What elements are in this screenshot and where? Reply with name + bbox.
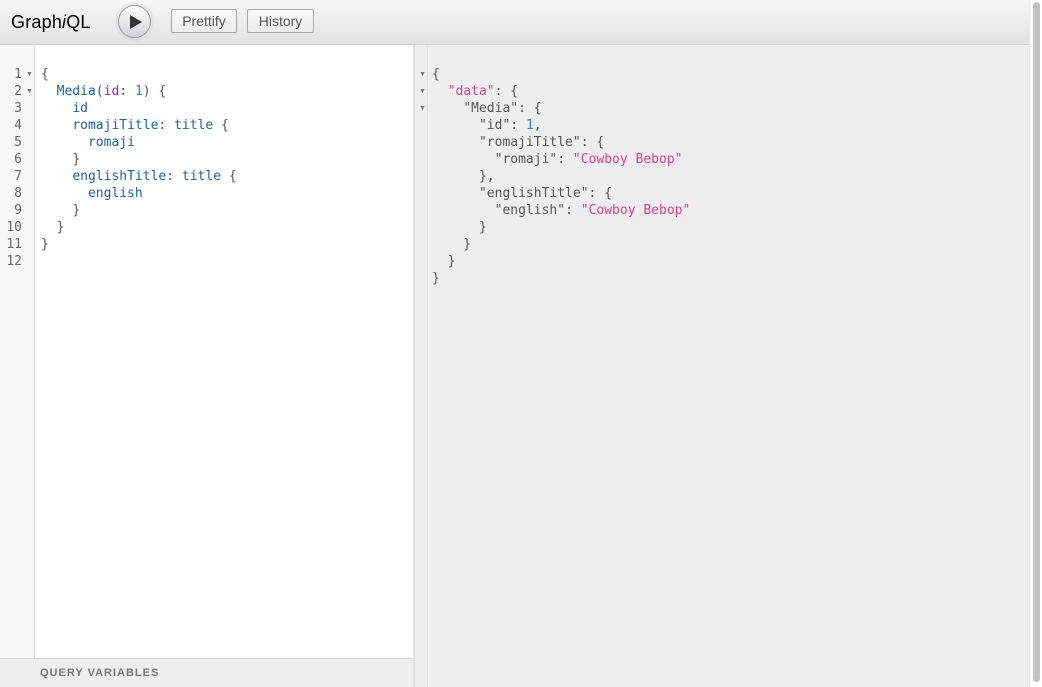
logo-text-suffix: QL bbox=[66, 12, 91, 32]
line-number: 6 bbox=[14, 152, 22, 167]
line-number: 8 bbox=[14, 186, 22, 201]
fold-arrow-icon[interactable]: ▼ bbox=[419, 105, 426, 112]
query-line: englishTitle: title { bbox=[72, 169, 237, 184]
query-variables-toggle[interactable]: QUERY VARIABLES bbox=[0, 658, 413, 687]
query-line: id bbox=[72, 101, 88, 116]
line-number: 10 bbox=[6, 220, 22, 235]
prettify-button[interactable]: Prettify bbox=[171, 9, 237, 33]
query-line: Media(id: 1) { bbox=[56, 84, 167, 99]
scrollbar-thumb[interactable] bbox=[1033, 2, 1040, 682]
line-number: 12 bbox=[6, 254, 22, 269]
fold-arrow-icon[interactable]: ▼ bbox=[419, 71, 426, 78]
result-line: } bbox=[432, 220, 487, 235]
query-line: english bbox=[87, 186, 143, 201]
result-line: "english": "Cowboy Bebop" bbox=[494, 203, 691, 218]
query-line: } bbox=[72, 152, 81, 167]
fold-arrow-icon[interactable]: ▼ bbox=[26, 88, 33, 95]
line-number: 11 bbox=[6, 237, 22, 252]
history-button[interactable]: History bbox=[247, 9, 314, 33]
result-line: "data": { bbox=[447, 84, 519, 99]
result-line: }, bbox=[432, 169, 495, 184]
play-icon bbox=[130, 15, 142, 29]
line-number: 2 bbox=[14, 84, 22, 99]
line-number: 9 bbox=[14, 203, 22, 218]
result-line: { bbox=[432, 67, 440, 82]
pane-resize-handle[interactable] bbox=[414, 45, 428, 687]
query-line: { bbox=[41, 67, 49, 82]
line-number: 7 bbox=[14, 169, 22, 184]
graphiql-logo: GraphiQL bbox=[11, 12, 91, 33]
line-number: 1 bbox=[14, 67, 22, 82]
vertical-scrollbar[interactable] bbox=[1029, 0, 1042, 687]
execute-query-button[interactable] bbox=[118, 5, 151, 38]
result-line: "id": 1, bbox=[478, 118, 542, 133]
result-line: "romajiTitle": { bbox=[478, 135, 605, 150]
result-line: "Media": { bbox=[463, 101, 542, 116]
result-line: "romaji": "Cowboy Bebop" bbox=[494, 152, 683, 167]
line-number-gutter: 1 ▼ 2 ▼ 3 4 5 6 7 8 9 10 11 12 bbox=[0, 45, 35, 658]
query-line: } bbox=[41, 237, 49, 252]
logo-text-italic: i bbox=[62, 12, 67, 32]
line-number: 3 bbox=[14, 101, 22, 116]
query-line: } bbox=[56, 220, 65, 235]
result-viewer: ▼ ▼ ▼ { "data": { "Media": { "id": 1, "r… bbox=[419, 45, 1029, 687]
fold-arrow-icon[interactable]: ▼ bbox=[419, 88, 426, 95]
fold-arrow-icon[interactable]: ▼ bbox=[26, 71, 33, 78]
result-line: "englishTitle": { bbox=[478, 186, 613, 201]
line-number: 5 bbox=[14, 135, 22, 150]
toolbar: GraphiQL Prettify History bbox=[0, 0, 1029, 45]
query-editor[interactable]: 1 ▼ 2 ▼ 3 4 5 6 7 8 9 10 11 12 { Media(i… bbox=[0, 45, 414, 687]
result-line: } bbox=[432, 237, 472, 252]
logo-text-prefix: Graph bbox=[11, 12, 63, 32]
line-number: 4 bbox=[14, 118, 22, 133]
query-line: } bbox=[72, 203, 81, 218]
result-line: } bbox=[432, 254, 456, 269]
query-line: romaji bbox=[87, 135, 135, 150]
query-line: romajiTitle: title { bbox=[72, 118, 229, 133]
result-line: } bbox=[432, 271, 440, 286]
